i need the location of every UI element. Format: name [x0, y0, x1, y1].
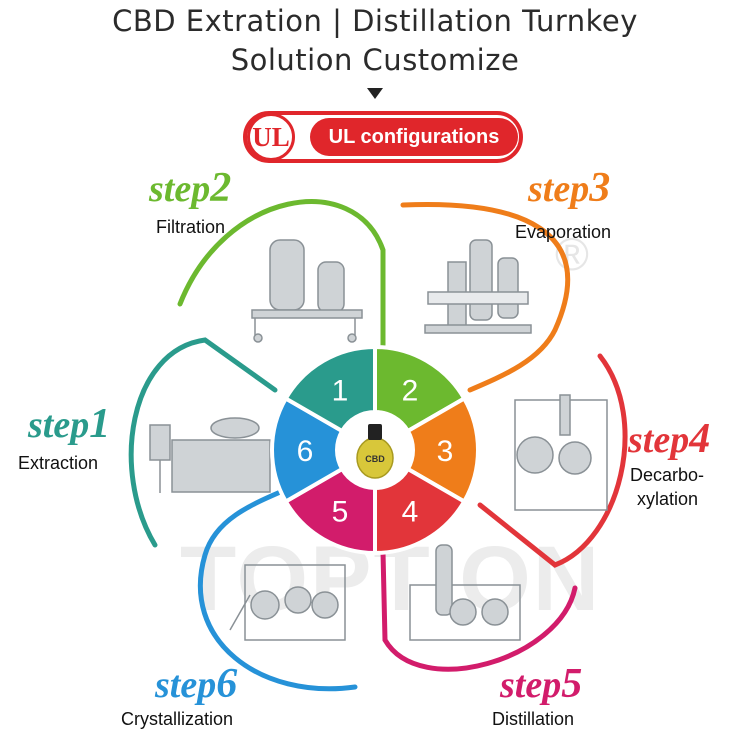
- step6-number: 6: [216, 661, 238, 707]
- step5-heading: step5: [500, 663, 582, 705]
- filtration-equipment-image: [251, 239, 363, 343]
- step6-arc: [197, 487, 358, 692]
- wheel-segment-1: [283, 344, 377, 434]
- step4-heading: step4: [628, 418, 710, 460]
- ul-configurations-label: UL configurations: [310, 118, 518, 156]
- step1-arc: [128, 337, 278, 548]
- step1-heading: step1: [28, 403, 110, 445]
- down-arrow-icon: [367, 88, 383, 99]
- step6-label: Crystallization: [121, 709, 234, 729]
- wheel-segment-3: [405, 395, 480, 505]
- wheel-number-3: 3: [437, 435, 454, 468]
- wheel-segment-6: [270, 395, 345, 505]
- wheel-segment-4: [373, 466, 467, 556]
- step3-word: step: [528, 168, 590, 210]
- step5-number: 5: [561, 661, 583, 707]
- step5-word: step: [500, 664, 562, 706]
- evaporation-equipment-image: [424, 239, 532, 334]
- step3-number: 3: [589, 165, 611, 211]
- step1-number: 1: [89, 401, 111, 447]
- step4-label-line2: xylation: [637, 489, 699, 509]
- step3-heading: step3: [528, 167, 610, 209]
- wheel-number-4: 4: [402, 496, 419, 529]
- wheel-number-1: 1: [332, 374, 349, 407]
- step2-word: step: [149, 168, 211, 210]
- step2-heading: step2: [149, 167, 231, 209]
- bottle-label: CBD: [365, 454, 385, 464]
- step6-heading: step6: [155, 663, 237, 705]
- crystallization-equipment-image: [229, 564, 346, 641]
- step2-arc: [177, 199, 386, 348]
- step3-label: Evaporation: [515, 222, 612, 242]
- wheel-number-5: 5: [332, 496, 349, 529]
- page-title-line1: CBD Extration | Distillation Turnkey: [112, 4, 638, 38]
- wheel-number-6: 6: [297, 435, 314, 468]
- step4-arc: [477, 353, 628, 568]
- step1-label: Extraction: [18, 453, 99, 473]
- process-wheel: 234 561: [270, 344, 480, 556]
- step4-label-line1: Decarbo-: [630, 465, 705, 485]
- page-title-line2: Solution Customize: [230, 43, 520, 77]
- extraction-equipment-image: [149, 417, 271, 493]
- step4-word: step: [628, 419, 690, 461]
- distillation-equipment-image: [409, 544, 521, 641]
- step6-word: step: [155, 664, 217, 706]
- step5-arc: [380, 549, 578, 672]
- wheel-number-2: 2: [402, 374, 419, 407]
- ul-logo: UL: [247, 113, 295, 161]
- step4-number: 4: [689, 416, 711, 462]
- step1-word: step: [28, 404, 90, 446]
- cbd-bottle-image: CBD: [343, 418, 407, 482]
- step2-number: 2: [210, 165, 232, 211]
- step3-arc: [400, 201, 570, 393]
- decarboxylation-equipment-image: [514, 394, 608, 511]
- step2-label: Filtration: [156, 217, 226, 237]
- step5-label: Distillation: [492, 709, 575, 729]
